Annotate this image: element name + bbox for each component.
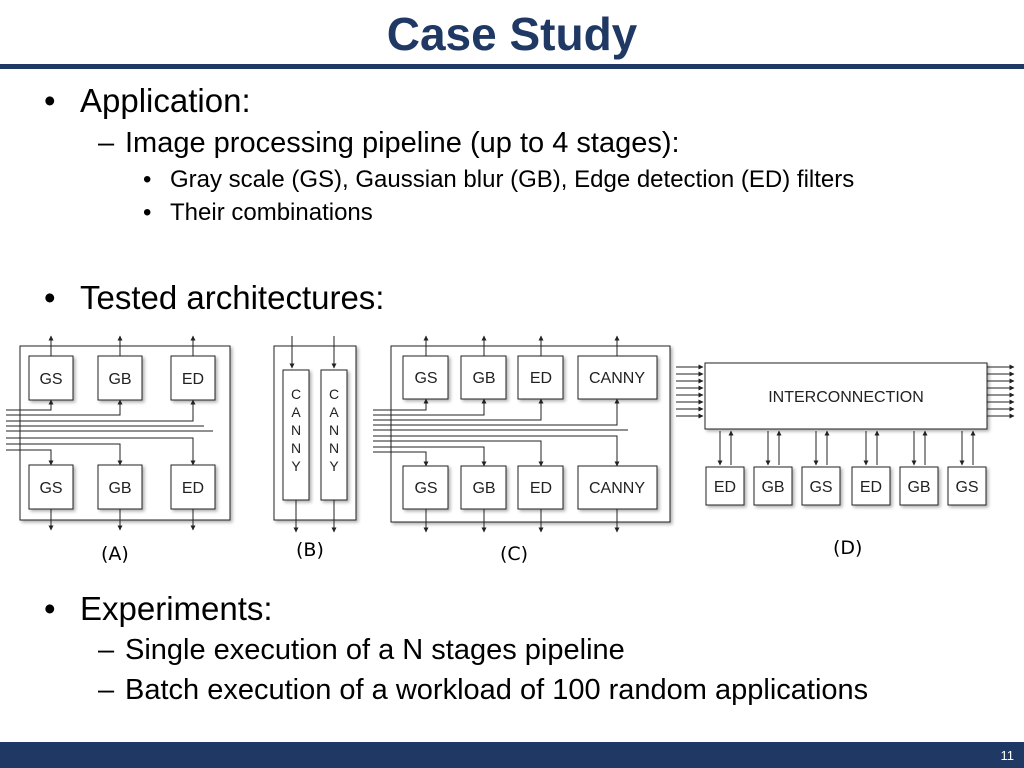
arch-b-wires [289,336,337,533]
arch-a-caption: (A) [101,543,129,565]
arch-d-module-label-1: GB [761,479,784,496]
dash-marker: – [98,634,115,666]
arch-c-row1-label-3: CANNY [589,370,645,387]
arch-a-modules [28,355,216,510]
bullet-marker: • [143,199,152,226]
arch-d-module-label-4: GB [907,479,930,496]
bullet-tested-architectures: Tested architectures: [80,279,385,316]
arch-c-wires [373,335,628,533]
bullet-marker: • [44,82,56,119]
arch-c-row2-label-1: GB [472,480,495,497]
bullet-marker: • [143,166,152,193]
arch-d-links [717,430,976,466]
bullet-experiments: Experiments: [80,590,273,627]
dash-marker: – [98,127,115,159]
title-divider [0,64,1024,69]
arch-c-caption: (C) [500,543,529,565]
arch-d-modules [705,466,987,506]
sub-sub-bullet-combinations: Their combinations [170,199,373,226]
arch-d-outputs [987,364,1015,419]
arch-a-wires [6,335,213,531]
arch-c-row2-label-2: ED [530,480,552,497]
bullet-application: Application: [80,82,251,119]
bullet-marker: • [44,590,56,627]
arch-c-row1-label-2: ED [530,370,552,387]
arch-a-row1-label-1: GB [108,371,131,388]
arch-a-row2-label-2: ED [182,480,204,497]
footer-bar: 11 [0,742,1024,768]
arch-d-module-label-0: ED [714,479,736,496]
arch-d-module-label-5: GS [955,479,978,496]
arch-a-row2-label-1: GB [108,480,131,497]
slide-title: Case Study [386,8,638,60]
sub-bullet-pipeline: Image processing pipeline (up to 4 stage… [125,127,680,159]
arch-d-inputs [676,364,704,419]
arch-d-interconnect [704,362,988,430]
arch-c-row1-label-1: GB [472,370,495,387]
arch-d-module-label-3: ED [860,479,882,496]
dash-marker: – [98,674,115,706]
arch-b-modules [282,369,348,501]
arch-d-module-label-2: GS [809,479,832,496]
arch-c-row2-label-0: GS [414,480,437,497]
bullet-marker: • [44,279,56,316]
page-number: 11 [1000,748,1015,763]
arch-b-caption: (B) [296,539,324,561]
arch-c-row1-label-0: GS [414,370,437,387]
arch-d-interconnect-label: INTERCONNECTION [768,389,924,406]
arch-d-caption: (D) [833,537,863,559]
sub-sub-bullet-filters: Gray scale (GS), Gaussian blur (GB), Edg… [170,166,855,193]
arch-c-row2-label-3: CANNY [589,480,645,497]
arch-a-row1-label-0: GS [39,371,62,388]
sub-bullet-single-execution: Single execution of a N stages pipeline [125,634,625,666]
arch-c-modules [402,355,658,510]
sub-bullet-batch-execution: Batch execution of a workload of 100 ran… [125,674,869,706]
arch-a-row2-label-0: GS [39,480,62,497]
arch-a-row1-label-2: ED [182,371,204,388]
